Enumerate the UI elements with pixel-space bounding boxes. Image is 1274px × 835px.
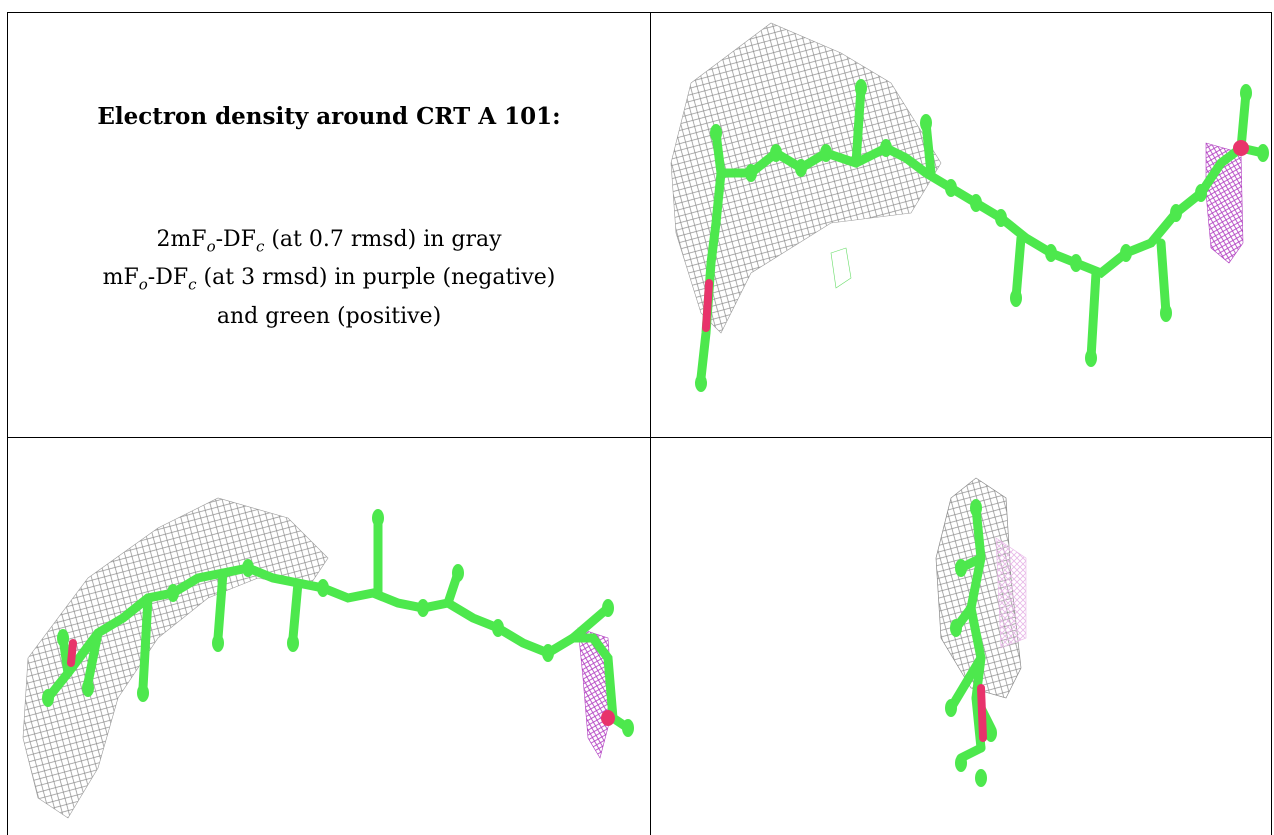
table-top-border [7, 12, 1271, 13]
caption-body: 2mFo-DFc (at 0.7 rmsd) in gray mFo-DFc (… [8, 224, 650, 333]
caption-title: Electron density around CRT A 101: [97, 103, 561, 130]
table-center-divider [650, 12, 651, 835]
molecule-side-view-rotated-icon [22, 497, 634, 819]
molecule-end-on-view-icon [935, 477, 1027, 787]
panel-bottom-right [651, 438, 1271, 835]
panel-bottom-left [8, 438, 650, 835]
caption-line-green-positive: and green (positive) [216, 303, 442, 329]
caption-line-2mfo-dfc: 2mFo-DFc (at 0.7 rmsd) in gray [156, 227, 502, 256]
molecule-side-view-icon [670, 22, 1269, 392]
table-right-border [1271, 12, 1272, 835]
table-middle-divider [7, 437, 1271, 438]
panel-top-right [651, 13, 1271, 437]
caption-line-mfo-dfc: mFo-DFc (at 3 rmsd) in purple (negative) [102, 265, 556, 294]
table-left-border [7, 12, 8, 835]
caption-cell: Electron density around CRT A 101: 2mFo-… [8, 13, 650, 437]
